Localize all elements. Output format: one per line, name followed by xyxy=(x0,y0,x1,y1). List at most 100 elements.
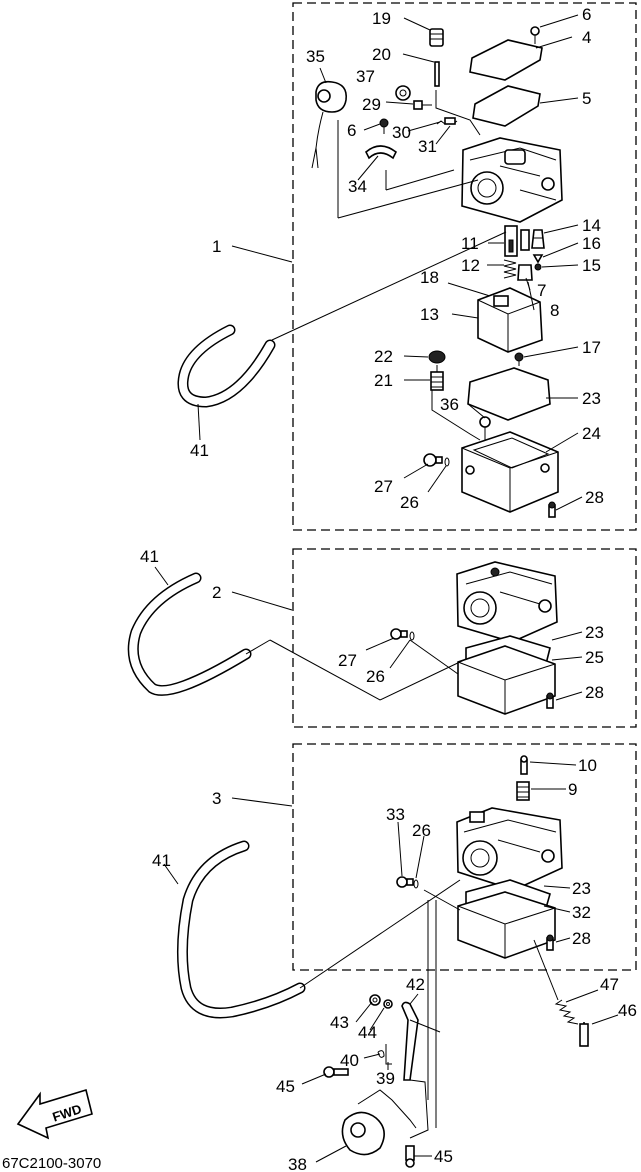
callout-23b: 23 xyxy=(585,623,604,642)
carburetor-body-2 xyxy=(456,561,558,643)
part-8-valve xyxy=(517,264,533,281)
callout-38: 38 xyxy=(288,1155,307,1172)
callout-13: 13 xyxy=(420,305,439,324)
callout-22: 22 xyxy=(374,347,393,366)
part-7-jet xyxy=(520,229,530,251)
part-23-gasket-1 xyxy=(467,367,551,421)
callout-2: 2 xyxy=(212,583,221,602)
callout-35: 35 xyxy=(306,47,325,66)
part-14-jet xyxy=(531,229,545,249)
part-30-31-pilot xyxy=(436,117,458,125)
callout-15: 15 xyxy=(582,256,601,275)
part-26-oring-3 xyxy=(413,879,419,889)
callout-14: 14 xyxy=(582,216,601,235)
part-9-spring xyxy=(516,781,530,801)
callout-27: 27 xyxy=(374,477,393,496)
fuel-hose-3-inner xyxy=(178,842,304,1017)
callout-28c: 28 xyxy=(572,929,591,948)
part-28-screw-2 xyxy=(546,692,554,709)
part-39-pin xyxy=(385,1044,392,1065)
callout-18: 18 xyxy=(420,268,439,287)
callout-8: 8 xyxy=(550,301,559,320)
part-4-cover xyxy=(469,39,543,81)
part-12-spring xyxy=(503,259,517,279)
part-16-clip xyxy=(532,254,544,264)
part-35-enrichener xyxy=(311,80,348,169)
callout-19: 19 xyxy=(372,9,391,28)
part-34-link xyxy=(365,145,398,160)
callout-23c: 23 xyxy=(572,879,591,898)
part-18-pin xyxy=(447,282,491,297)
fuel-hose-2 xyxy=(127,572,252,696)
callout-30: 30 xyxy=(392,123,411,142)
fuel-hose-1-inner xyxy=(179,326,274,407)
callout-7: 7 xyxy=(537,281,546,300)
callout-6b: 6 xyxy=(347,121,356,140)
callout-45: 45 xyxy=(276,1077,295,1096)
callout-44: 44 xyxy=(358,1023,377,1042)
callout-6: 6 xyxy=(582,5,591,24)
part-46-screw xyxy=(579,1022,589,1047)
part-47-spring xyxy=(554,999,579,1025)
part-5-gasket xyxy=(472,85,541,127)
diagram-code: 67C2100-3070 xyxy=(2,1155,101,1172)
part-45-screw-2 xyxy=(405,1145,415,1168)
callout-4: 4 xyxy=(582,28,591,47)
callout-41: 41 xyxy=(190,441,209,460)
callout-23: 23 xyxy=(582,389,601,408)
part-29-screw xyxy=(413,100,432,110)
assembly-1-parts xyxy=(311,26,563,518)
callout-1: 1 xyxy=(212,237,221,256)
callout-3: 3 xyxy=(212,789,221,808)
part-24-float-bowl xyxy=(461,431,559,513)
callout-28: 28 xyxy=(585,488,604,507)
part-28-screw xyxy=(548,501,556,518)
callout-16: 16 xyxy=(582,234,601,253)
callout-10: 10 xyxy=(578,756,597,775)
callout-25: 25 xyxy=(585,648,604,667)
assembly-2-parts xyxy=(390,561,558,715)
float-bowl-2 xyxy=(457,645,556,715)
assembly-box-1 xyxy=(292,2,637,531)
part-26-oring xyxy=(444,457,450,467)
part-36-screw xyxy=(479,416,491,440)
callout-34: 34 xyxy=(348,177,367,196)
carburetor-body-3 xyxy=(456,807,563,891)
callout-9: 9 xyxy=(568,780,577,799)
part-28-screw-3 xyxy=(546,934,554,951)
part-33-screw xyxy=(396,876,414,888)
callout-39: 39 xyxy=(376,1069,395,1088)
part-42-link xyxy=(401,1001,419,1081)
callout-46: 46 xyxy=(618,1001,637,1020)
carburetor-body-1 xyxy=(461,137,563,223)
callout-11: 11 xyxy=(461,234,479,253)
part-37-knob xyxy=(395,85,411,101)
callout-41b: 41 xyxy=(140,547,159,566)
part-10-screw xyxy=(520,755,528,775)
callout-26b: 26 xyxy=(366,667,385,686)
assembly-box-2 xyxy=(292,548,637,728)
callout-36: 36 xyxy=(440,395,459,414)
part-20-pin xyxy=(434,61,440,87)
part-6-screw-2 xyxy=(379,118,389,134)
part-27-screw xyxy=(423,453,443,467)
callout-32: 32 xyxy=(572,903,591,922)
part-22-plug xyxy=(428,350,446,364)
part-26-oring-2 xyxy=(409,631,415,641)
part-27-screw-2 xyxy=(390,628,408,640)
callout-26: 26 xyxy=(400,493,419,512)
callout-45b: 45 xyxy=(434,1147,453,1166)
callout-29: 29 xyxy=(362,95,381,114)
callout-33: 33 xyxy=(386,805,405,824)
callout-17: 17 xyxy=(582,338,601,357)
callout-43: 43 xyxy=(330,1013,349,1032)
part-17-screw xyxy=(514,352,524,366)
part-6-screw xyxy=(530,26,540,44)
part-38-lever xyxy=(341,1089,417,1156)
callout-40: 40 xyxy=(340,1051,359,1070)
part-43-washer xyxy=(369,994,381,1006)
callout-41c: 41 xyxy=(152,851,171,870)
leader-lines xyxy=(154,14,619,1163)
callout-31: 31 xyxy=(418,137,437,156)
assembly-box-3 xyxy=(292,743,637,971)
